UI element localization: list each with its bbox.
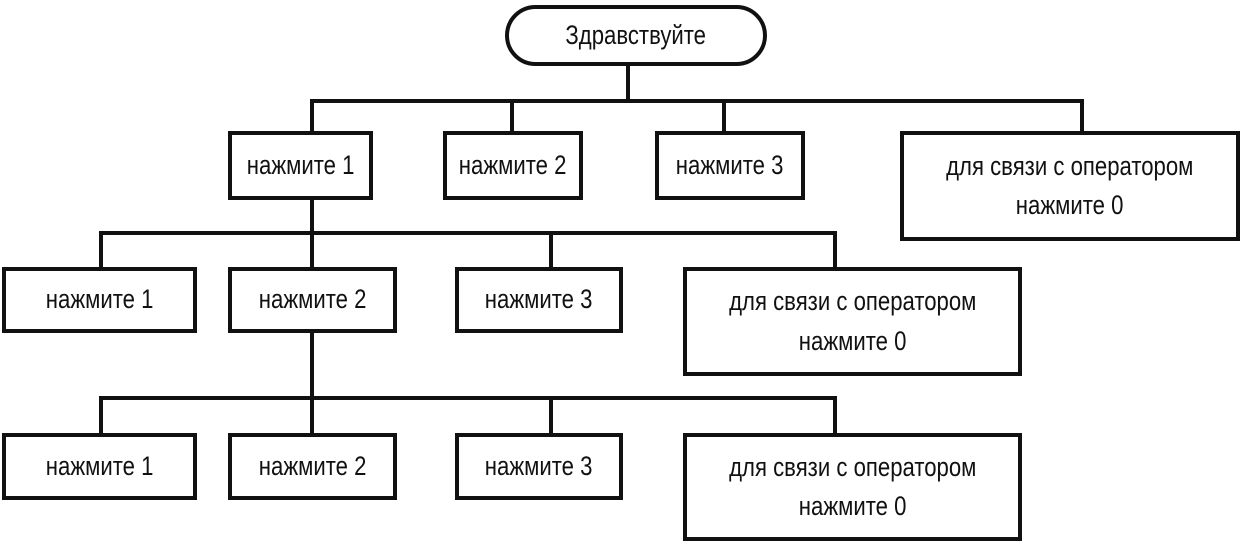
level3-node-press-2[interactable]: нажмите 2 xyxy=(228,433,397,500)
node-label: нажмите 1 xyxy=(246,149,355,180)
level3-node-press-1[interactable]: нажмите 1 xyxy=(2,433,197,500)
node-label-line-1: для связи с оператором xyxy=(728,286,977,317)
level1-node-operator[interactable]: для связи с оператором нажмите 0 xyxy=(900,131,1240,241)
node-label: нажмите 2 xyxy=(459,149,567,180)
node-label: нажмите 3 xyxy=(485,450,593,481)
level1-node-press-1[interactable]: нажмите 1 xyxy=(228,131,373,200)
level2-node-press-1[interactable]: нажмите 1 xyxy=(2,267,197,333)
node-label-line-1: для связи с оператором xyxy=(946,150,1194,181)
node-label: нажмите 2 xyxy=(258,450,367,481)
node-label: нажмите 1 xyxy=(45,450,154,481)
node-label-line-1: для связи с оператором xyxy=(728,451,977,482)
level2-node-operator[interactable]: для связи с оператором нажмите 0 xyxy=(683,267,1022,376)
level3-node-operator[interactable]: для связи с оператором нажмите 0 xyxy=(683,433,1022,541)
level2-node-press-2[interactable]: нажмите 2 xyxy=(228,267,397,333)
level1-node-press-2[interactable]: нажмите 2 xyxy=(443,131,583,200)
node-label: нажмите 2 xyxy=(258,284,367,315)
node-label: нажмите 3 xyxy=(485,284,593,315)
level1-node-press-3[interactable]: нажмите 3 xyxy=(655,131,805,200)
level3-node-press-3[interactable]: нажмите 3 xyxy=(455,433,623,500)
node-label-line-2: нажмите 0 xyxy=(1016,190,1124,220)
level2-node-press-3[interactable]: нажмите 3 xyxy=(455,267,623,333)
node-label-line-2: нажмите 0 xyxy=(798,491,907,521)
root-node-greeting[interactable]: Здравствуйте xyxy=(505,5,767,66)
node-label: нажмите 3 xyxy=(676,149,784,180)
node-label: нажмите 1 xyxy=(45,284,154,315)
root-node-label: Здравствуйте xyxy=(565,19,707,50)
node-label-line-2: нажмите 0 xyxy=(798,325,907,356)
